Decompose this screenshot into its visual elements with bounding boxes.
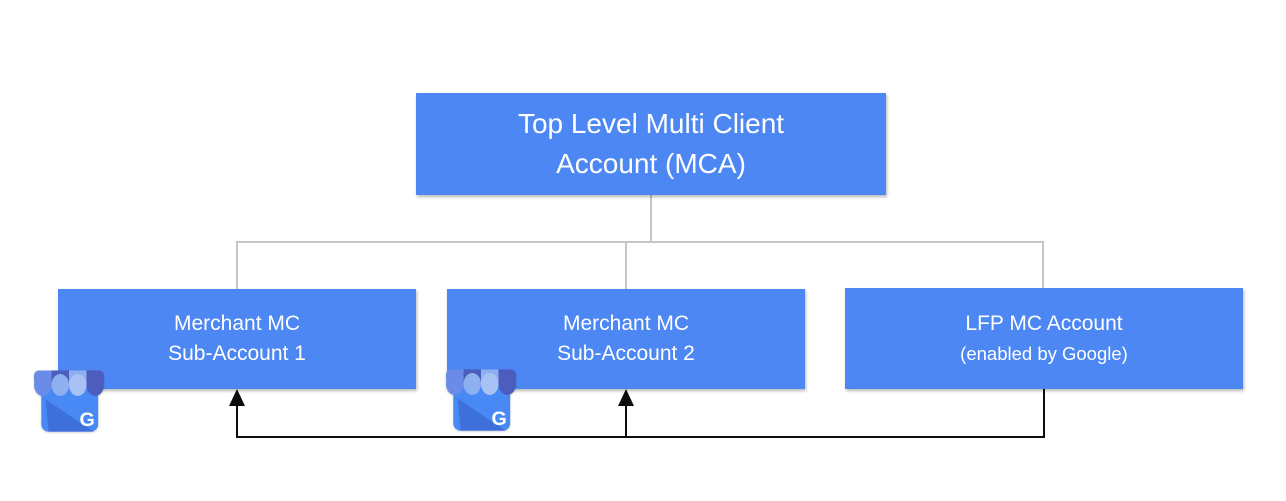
flow-line-lfp-down xyxy=(1043,389,1045,438)
connector-drop-sub1 xyxy=(236,241,238,289)
node-merchant-sub-account-2: Merchant MC Sub-Account 2 xyxy=(447,289,805,389)
gmb-g-letter: G xyxy=(492,408,507,430)
connector-tree-horizontal xyxy=(237,241,1044,243)
node-lfp-mc-account: LFP MC Account (enabled by Google) xyxy=(845,288,1243,389)
google-my-business-icon: G xyxy=(34,370,104,432)
node-top-level-mca: Top Level Multi Client Account (MCA) xyxy=(416,93,886,195)
node-label-line: Sub-Account 1 xyxy=(168,342,306,365)
connector-drop-sub2 xyxy=(625,241,627,289)
gmb-g-letter: G xyxy=(80,409,95,431)
node-label-line: Merchant MC xyxy=(562,312,690,335)
node-label-line: Top Level Multi Client xyxy=(517,108,785,139)
node-label-line: LFP MC Account xyxy=(965,311,1123,335)
connector-drop-lfp xyxy=(1042,241,1044,288)
arrowhead-up-sub2 xyxy=(618,389,634,406)
google-my-business-icon: G xyxy=(446,369,516,431)
node-merchant-sub-account-1: Merchant MC Sub-Account 1 xyxy=(58,289,416,389)
connector-root-stem xyxy=(650,195,652,242)
node-label-line: (enabled by Google) xyxy=(960,342,1128,364)
flow-line-up-sub2 xyxy=(625,392,627,438)
node-label-line: Account (MCA) xyxy=(556,148,746,179)
node-label-line: Merchant MC xyxy=(173,312,301,335)
flow-line-horizontal xyxy=(236,436,1045,438)
node-label-line: Sub-Account 2 xyxy=(557,342,695,365)
flow-line-up-sub1 xyxy=(236,392,238,438)
arrowhead-up-sub1 xyxy=(229,389,245,406)
